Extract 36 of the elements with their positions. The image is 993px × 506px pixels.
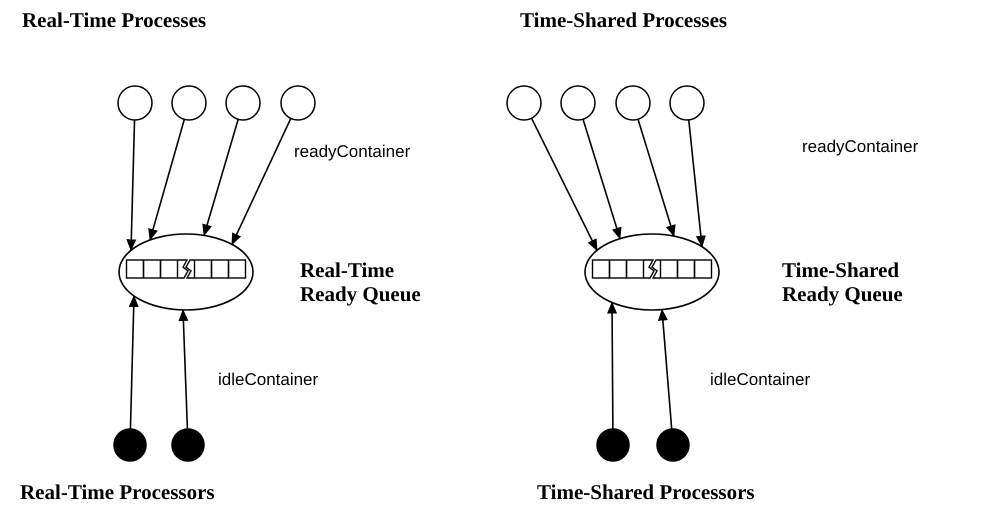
ready-queue-ellipse <box>584 233 720 311</box>
container-label: readyContainer <box>802 137 918 157</box>
process-circle <box>506 85 542 121</box>
container-label: idleContainer <box>710 370 810 390</box>
process-circle <box>615 85 651 121</box>
arrow <box>658 308 672 430</box>
process-circle <box>280 85 316 121</box>
arrow <box>126 120 136 252</box>
arrow <box>688 120 706 248</box>
process-circle <box>560 85 596 121</box>
arrow <box>582 119 622 240</box>
group-title: Time-Shared Processes <box>520 8 728 32</box>
arrow <box>607 301 618 429</box>
group-title: Real-Time Processes <box>22 8 206 32</box>
arrow <box>637 119 676 238</box>
process-circle <box>117 85 153 121</box>
arrow <box>530 118 598 252</box>
arrow <box>128 294 139 430</box>
processor-dot <box>596 428 630 462</box>
group-title: Real-Time Processors <box>20 480 215 504</box>
process-circle <box>225 85 261 121</box>
arrow <box>148 119 186 241</box>
group-title: Time-Shared Processors <box>537 480 755 504</box>
arrow <box>231 118 292 246</box>
arrow <box>202 119 239 236</box>
processor-dot <box>113 428 147 462</box>
process-circle <box>171 85 207 121</box>
container-label: idleContainer <box>218 370 318 390</box>
container-label: readyContainer <box>294 142 410 162</box>
ready-queue-ellipse <box>118 233 254 311</box>
queue-title: Real-Time Ready Queue <box>300 258 422 306</box>
processor-dot <box>171 428 205 462</box>
processor-dot <box>656 428 690 462</box>
arrow <box>178 308 188 430</box>
queue-title: Time-Shared Ready Queue <box>782 258 904 306</box>
process-circle <box>669 85 705 121</box>
